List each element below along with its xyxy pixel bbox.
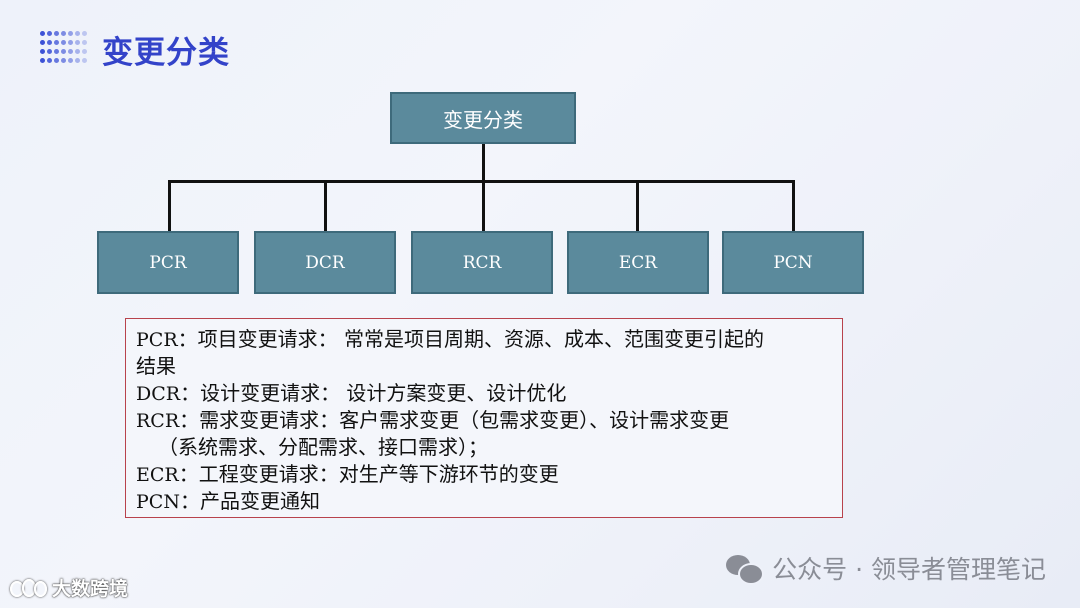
definition-line: PCN：产品变更通知	[136, 489, 320, 513]
connector-drop-3	[482, 180, 485, 232]
brand-mark: 大数跨境	[10, 574, 128, 601]
child-node-ecr: ECR	[567, 231, 709, 294]
connector-trunk	[482, 144, 485, 182]
definition-line: （系统需求、分配需求、接口需求）；	[158, 435, 488, 459]
wechat-icon	[726, 553, 765, 585]
definition-line: DCR：设计变更请求： 设计方案变更、设计优化	[136, 381, 567, 405]
watermark-text: 公众号 · 领导者管理笔记	[772, 555, 1046, 584]
child-node-pcr: PCR	[97, 231, 239, 294]
root-node: 变更分类	[390, 92, 576, 144]
child-node-rcr: RCR	[411, 231, 553, 294]
wechat-watermark: 公众号 · 领导者管理笔记	[726, 550, 1046, 586]
connector-drop-4	[636, 180, 639, 232]
child-node-dcr: DCR	[254, 231, 396, 294]
definition-line: ECR：工程变更请求：对生产等下游环节的变更	[136, 462, 559, 486]
definition-line: 结果	[136, 354, 176, 378]
connector-drop-1	[168, 180, 171, 232]
definition-line: RCR：需求变更请求：客户需求变更（包需求变更）、设计需求变更	[136, 408, 730, 432]
brand-logo-icon	[10, 577, 47, 599]
definition-line: PCR：项目变更请求： 常常是项目周期、资源、成本、范围变更引起的	[136, 327, 764, 351]
page-title: 变更分类	[102, 35, 230, 71]
child-node-pcn: PCN	[722, 231, 864, 294]
connector-drop-2	[324, 180, 327, 232]
connector-bus	[168, 180, 795, 183]
dot-grid-icon	[40, 31, 88, 67]
brand-text: 大数跨境	[52, 578, 129, 600]
connector-drop-5	[792, 180, 795, 232]
definitions-panel: PCR：项目变更请求： 常常是项目周期、资源、成本、范围变更引起的 结果 DCR…	[125, 318, 843, 518]
